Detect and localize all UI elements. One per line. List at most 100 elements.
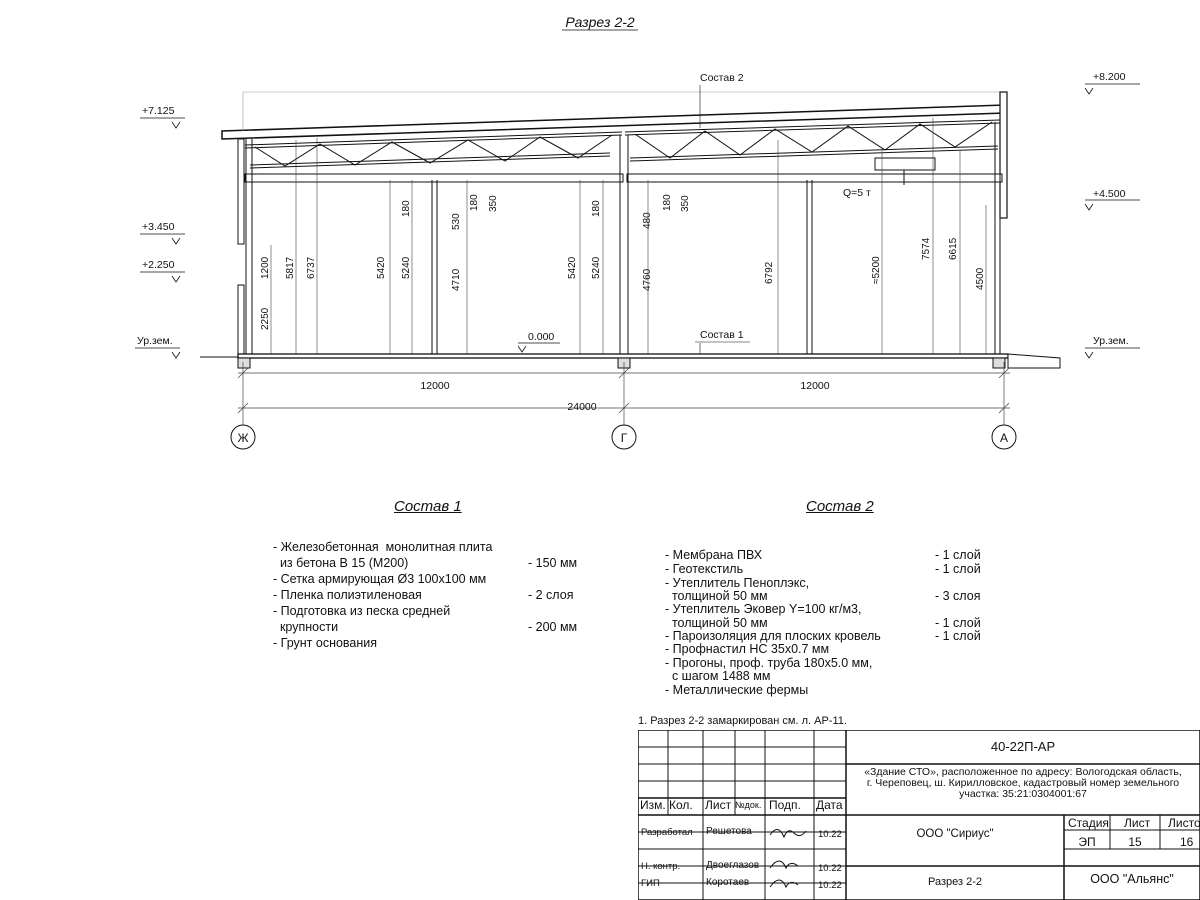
dim-12000-left: 12000 [420, 380, 449, 392]
composition1-row-value: - 2 слоя [528, 588, 574, 602]
axis-g [611, 424, 637, 450]
date-1: 10.22 [818, 829, 842, 840]
composition1-row-text: из бетона В 15 (М200) [273, 556, 409, 570]
dim-5240-a: 5240 [401, 256, 412, 279]
composition1-title: Состав 1 [394, 498, 462, 515]
elev-2250: +2.250 [142, 259, 175, 271]
roof-slab [221, 104, 1006, 140]
dim-7574: 7574 [921, 237, 932, 260]
dim-2250: 2250 [260, 307, 271, 330]
dim-530: 530 [451, 213, 462, 230]
dim-5240-b: 5240 [591, 256, 602, 279]
hdr-data: Дата [816, 798, 843, 812]
composition1-row-text: крупности [273, 620, 339, 634]
dim-6792: 6792 [764, 261, 775, 284]
signature-1 [769, 829, 807, 839]
floor-slab [237, 353, 1009, 359]
dim-6737: 6737 [306, 256, 317, 279]
axis-a [991, 424, 1017, 450]
date-3: 10.22 [818, 880, 842, 891]
axis-zh [230, 424, 256, 450]
dim-4710: 4710 [451, 268, 462, 291]
hdr-sheets: Листов [1168, 816, 1200, 830]
composition2-row-text: с шагом 1488 мм [665, 669, 771, 683]
truss-right [624, 119, 1001, 162]
right-wall [999, 91, 1008, 219]
hdr-stage: Стадия [1068, 816, 1109, 830]
sheet-value: 15 [1128, 835, 1142, 849]
elev-7125: +7.125 [142, 105, 175, 117]
column-zh [245, 139, 253, 355]
dim-5817: 5817 [285, 256, 296, 279]
hdr-izm: Изм. [640, 798, 666, 812]
left-wall [237, 138, 245, 245]
name-3: Коротаев [706, 877, 750, 888]
composition1-row-value: - 200 мм [528, 620, 578, 634]
composition1-row-text: - Подготовка из песка средней [273, 604, 451, 618]
dim-5200: ≈5200 [871, 256, 882, 284]
axis-label-zh: Ж [237, 431, 248, 445]
crane-beam-left [244, 173, 624, 183]
composition1-row-value: - 150 мм [528, 556, 578, 570]
composition2-row-text: - Прогоны, проф. труба 180х5.0 мм, [665, 656, 873, 670]
column-mid-2 [806, 180, 813, 355]
dim-12000-right: 12000 [800, 380, 829, 392]
callout-floor: Состав 1 [700, 329, 744, 341]
hdr-sheet: Лист [1124, 816, 1151, 830]
name-2: Двоеглазов [706, 860, 760, 871]
composition2-row-text: - Утеплитель Пеноплэкс, [665, 576, 810, 590]
crane-capacity: Q=5 т [843, 187, 871, 199]
dim-180-c: 180 [591, 200, 602, 217]
dim-180-d: 180 [662, 194, 673, 211]
composition2-row-value: - 3 слоя [935, 589, 981, 603]
composition2-row-value: - 1 слой [935, 616, 981, 630]
composition2-row-text: толщиной 50 мм [665, 616, 768, 630]
elev-3450: +3.450 [142, 221, 175, 233]
doc-code: 40-22П-АР [990, 739, 1056, 754]
dim-4500: 4500 [975, 267, 986, 290]
signature-2 [769, 860, 799, 870]
project-line-1: «Здание СТО», расположенное по адресу: В… [864, 766, 1182, 778]
hdr-podp: Подп. [769, 798, 801, 812]
role-2: Н. контр. [641, 861, 681, 872]
composition2-row-text: - Металлические фермы [665, 683, 809, 697]
sheet-title: Разрез 2-2 [927, 876, 982, 888]
hdr-list: Лист [705, 798, 732, 812]
client: ООО "Альянс" [1090, 872, 1174, 886]
composition2-row-text: - Профнастил НС 35х0.7 мм [665, 642, 830, 656]
composition2-title: Состав 2 [806, 498, 874, 515]
dim-1200: 1200 [260, 256, 271, 279]
dim-180-b: 180 [469, 194, 480, 211]
dim-5420-a: 5420 [376, 256, 387, 279]
project-line-2: г. Череповец, ш. Кирилловское, кадастров… [866, 777, 1180, 789]
elev-ground-right: Ур.зем. [1093, 335, 1129, 347]
composition1-row-text: - Грунт основания [273, 636, 378, 650]
dim-480: 480 [642, 212, 653, 229]
dim-350-a: 350 [488, 195, 499, 212]
project-line-3: участка: 35:21:0304001:67 [959, 788, 1087, 800]
hdr-kol: Кол. [669, 798, 693, 812]
composition2-row-value: - 1 слой [935, 629, 981, 643]
column-mid-1 [431, 180, 438, 355]
signature-3 [769, 879, 799, 889]
elev-ground-left: Ур.зем. [137, 335, 173, 347]
crane-hoist [874, 157, 936, 171]
composition2-row-value: - 1 слой [935, 562, 981, 576]
elev-4500: +4.500 [1093, 188, 1126, 200]
stage-value: ЭП [1078, 835, 1096, 849]
title-block [638, 730, 1200, 900]
section-title: Разрез 2-2 [565, 14, 635, 30]
role-3: ГИП [641, 878, 660, 889]
date-2: 10.22 [818, 863, 842, 874]
truss-left [244, 131, 623, 169]
composition1-row-text: - Железобетонная монолитная плита [273, 540, 493, 554]
axis-label-g: Г [621, 431, 628, 445]
callout-roof: Состав 2 [700, 72, 744, 84]
composition2-row-value: - 1 слой [935, 548, 981, 562]
dim-180-a: 180 [401, 200, 412, 217]
axis-label-a: А [1000, 431, 1008, 445]
sheets-value: 16 [1180, 835, 1194, 849]
composition2-row-text: - Пароизоляция для плоских кровель [665, 629, 881, 643]
composition2-row-text: толщиной 50 мм [665, 589, 768, 603]
